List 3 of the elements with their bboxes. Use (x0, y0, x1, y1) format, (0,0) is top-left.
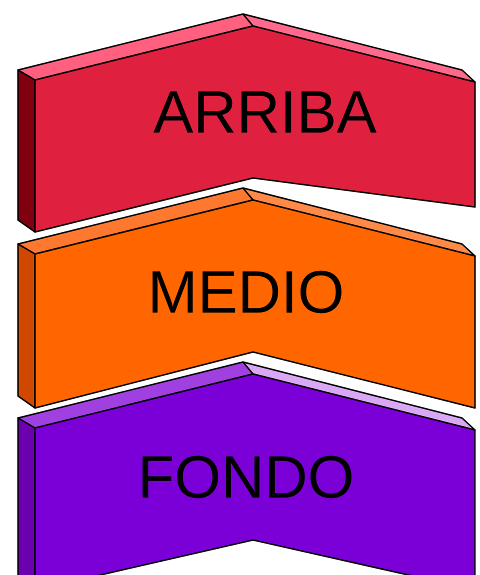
chevron-block: FONDO (17, 361, 476, 575)
chevron-block: ARRIBA (17, 13, 476, 233)
chevron-block: MEDIO (17, 187, 476, 409)
